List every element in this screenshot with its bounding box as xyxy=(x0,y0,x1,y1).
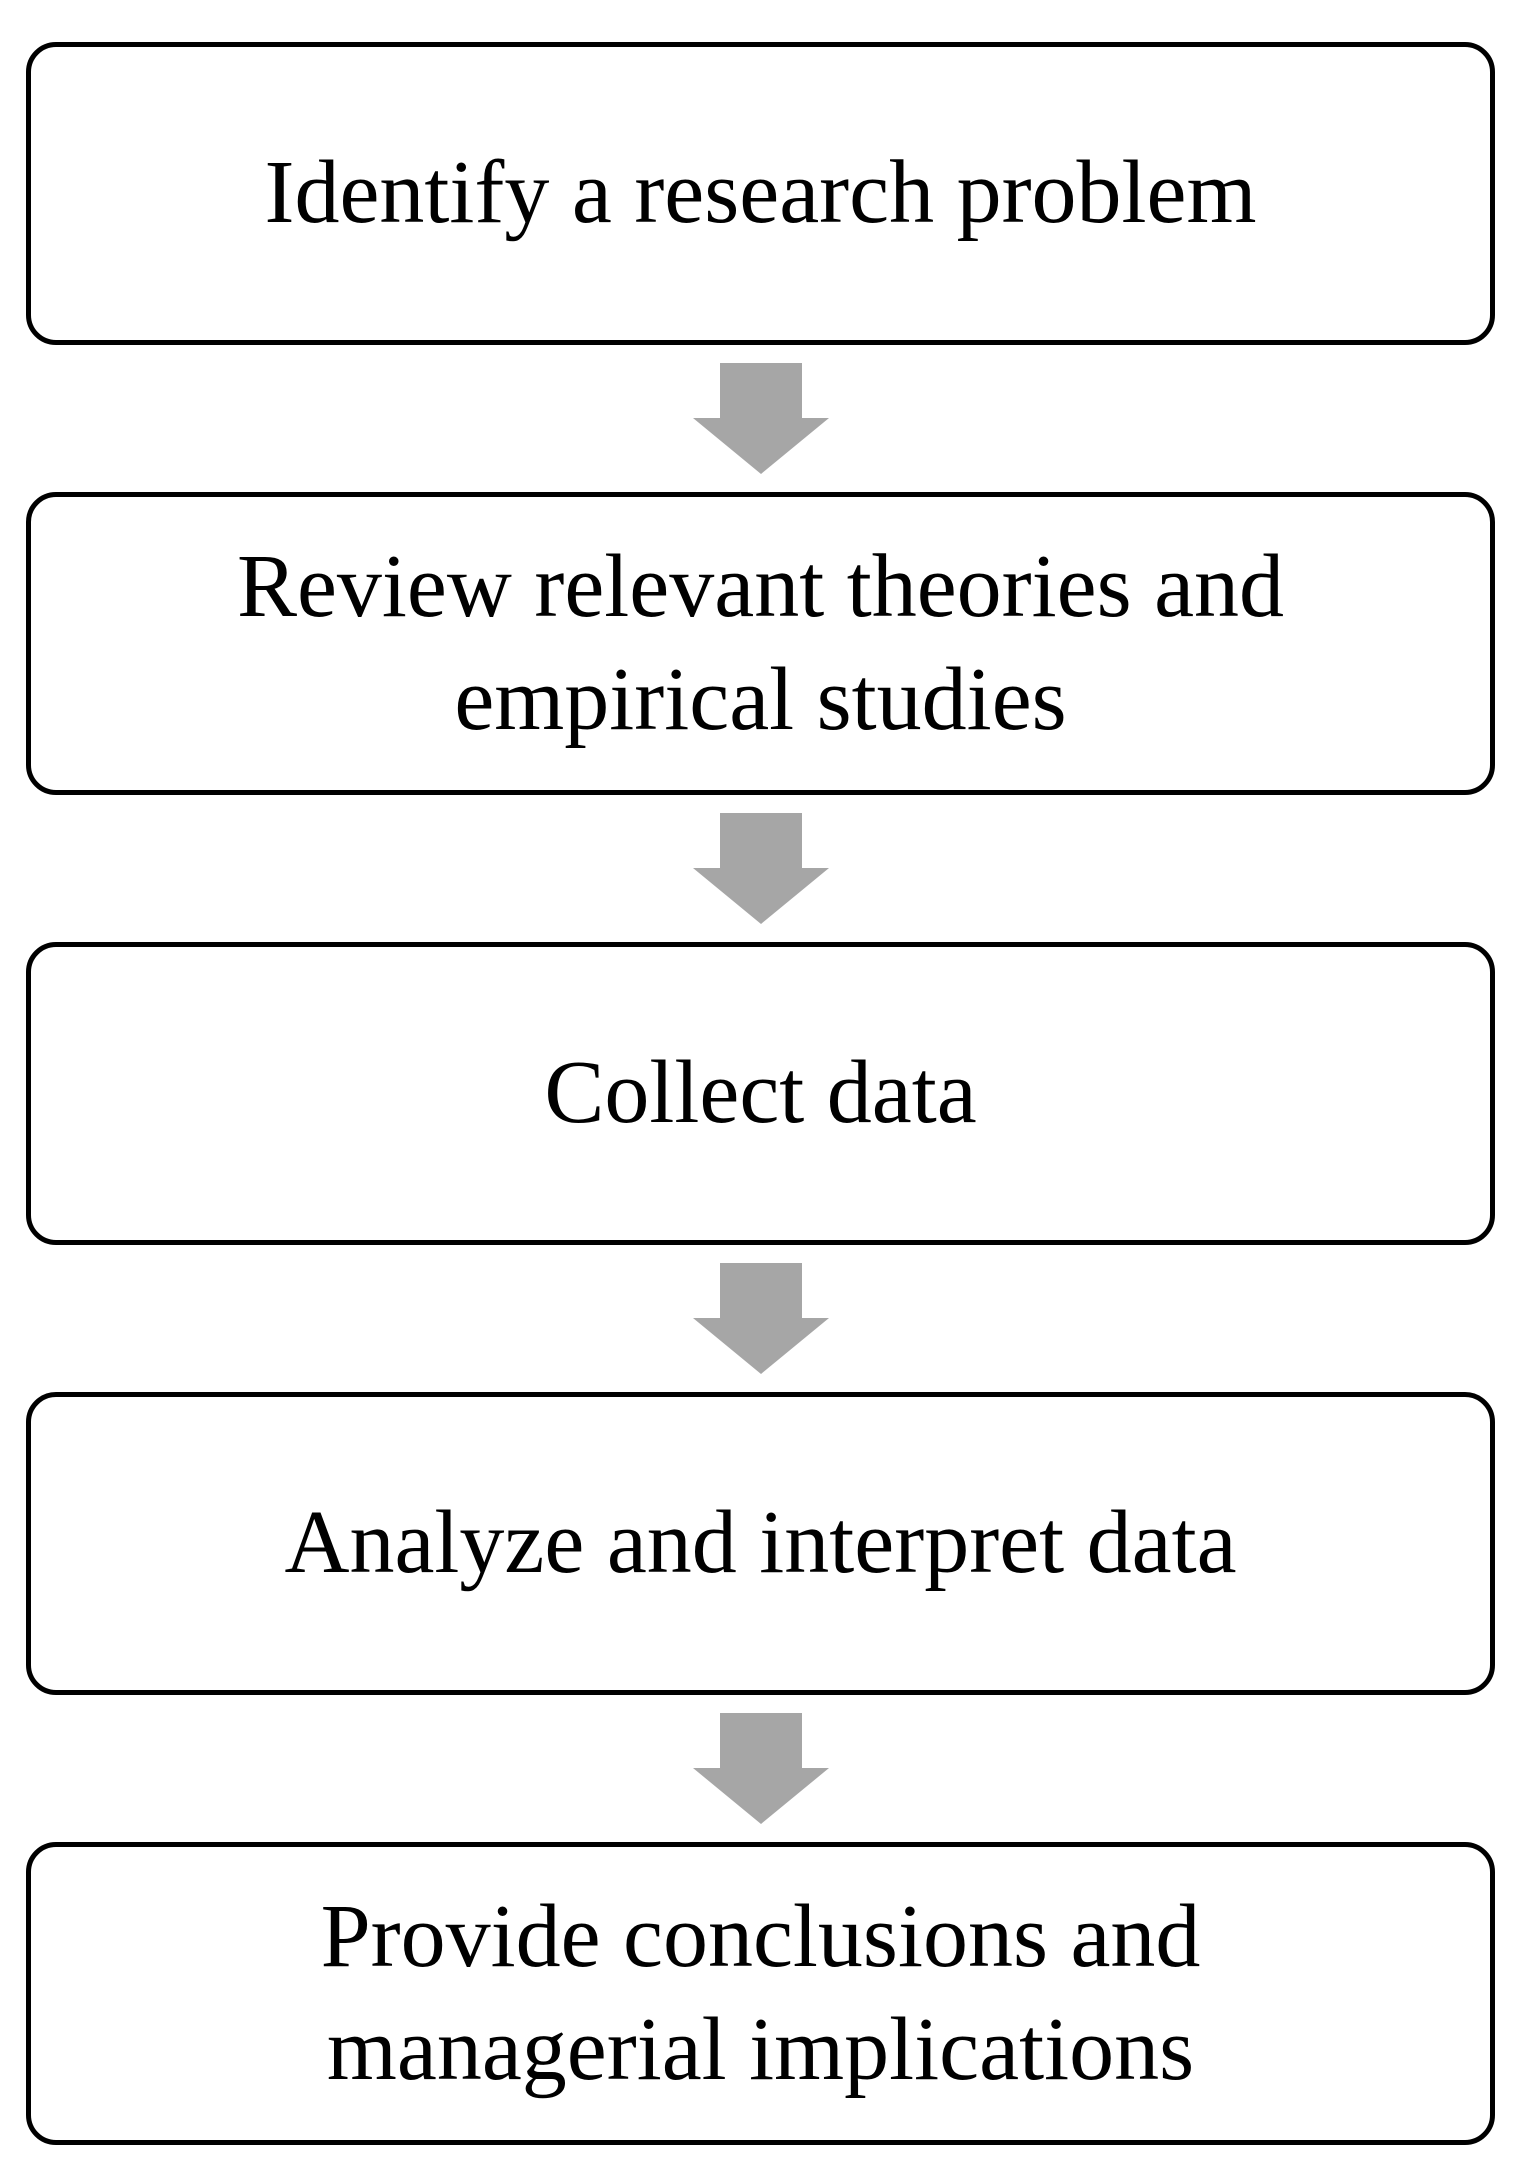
down-arrow-icon xyxy=(692,1713,829,1824)
arrow-head xyxy=(692,1318,829,1374)
flow-step-label: empirical studies xyxy=(454,649,1067,749)
flow-step-label: Identify a research problem xyxy=(264,143,1257,243)
arrow-stem xyxy=(719,1713,802,1768)
arrow-stem xyxy=(719,363,802,418)
connector-gap xyxy=(26,1695,1495,1842)
arrow-stem xyxy=(719,813,802,868)
connector-gap xyxy=(26,1245,1495,1392)
flow-step-collect-data: Collect data xyxy=(26,942,1495,1245)
flow-step-identify-problem: Identify a research problem xyxy=(26,42,1495,345)
arrow-stem xyxy=(719,1263,802,1318)
flow-step-conclusions: Provide conclusions and managerial impli… xyxy=(26,1842,1495,2145)
down-arrow-icon xyxy=(692,363,829,474)
flow-step-label: Analyze and interpret data xyxy=(284,1493,1237,1593)
arrow-head xyxy=(692,1768,829,1824)
arrow-head xyxy=(692,868,829,924)
flow-step-label: Provide conclusions and xyxy=(320,1887,1201,1986)
flow-step-review-literature: Review relevant theories and empirical s… xyxy=(26,492,1495,795)
flow-step-label: Review relevant theories and xyxy=(236,537,1285,636)
arrow-head xyxy=(692,418,829,474)
connector-gap xyxy=(26,345,1495,492)
down-arrow-icon xyxy=(692,1263,829,1374)
down-arrow-icon xyxy=(692,813,829,924)
flow-step-label: Collect data xyxy=(544,1043,977,1143)
flow-step-label: managerial implications xyxy=(326,1999,1195,2099)
flow-step-analyze-data: Analyze and interpret data xyxy=(26,1392,1495,1695)
connector-gap xyxy=(26,795,1495,942)
